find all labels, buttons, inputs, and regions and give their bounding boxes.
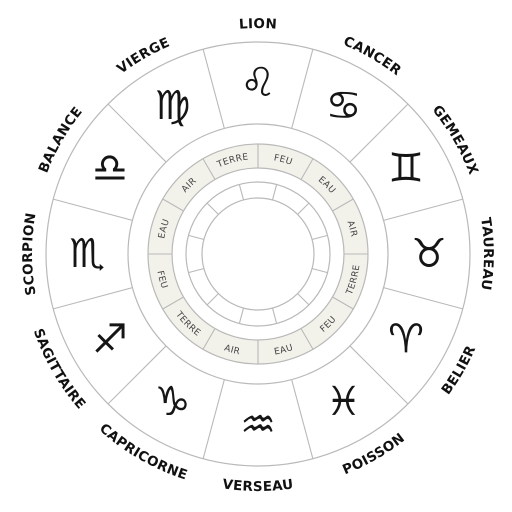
fish-icon: ♓ (326, 379, 362, 425)
goat-icon: ♑ (155, 379, 191, 425)
inner-divider (188, 267, 205, 274)
sector-divider (202, 379, 225, 459)
sector-divider (202, 49, 225, 129)
element-divider (332, 296, 354, 310)
ring-circle (127, 123, 389, 385)
element-divider (300, 328, 314, 350)
ring-circle (45, 41, 471, 467)
element-divider (162, 296, 184, 310)
ring-circle (185, 181, 331, 327)
inner-divider (238, 184, 245, 201)
sign-name-taureau: TAUREAU (477, 216, 496, 291)
scales-icon: ♎ (92, 146, 128, 192)
sign-name-cancer: CANCER (341, 33, 404, 79)
scorpion-icon: ♏ (69, 231, 105, 277)
element-label: FEU (154, 270, 168, 290)
sign-name-poisson: POISSON (340, 430, 408, 478)
element-divider (202, 328, 216, 350)
sector-divider (107, 345, 167, 405)
sector-divider (53, 198, 133, 221)
sector-divider (349, 345, 409, 405)
sign-name-lion: LION (238, 16, 277, 33)
inner-divider (297, 293, 310, 306)
centaur-archer-icon: ♐ (92, 317, 128, 363)
element-label: AIR (345, 219, 359, 238)
element-label: AIR (223, 343, 241, 357)
element-divider (202, 158, 216, 180)
water-bearer-icon: ♒ (240, 402, 276, 448)
sign-name-verseau: VERSEAU (222, 476, 295, 495)
twins-icon: ♊ (388, 146, 424, 192)
sign-name-belier: BELIER (439, 343, 480, 398)
sector-divider (383, 287, 463, 310)
sign-name-scorpion: SCORPION (20, 212, 40, 297)
sector-divider (383, 198, 463, 221)
ring-circle (171, 167, 345, 341)
maiden-icon: ♍ (155, 83, 191, 129)
sector-divider (53, 287, 133, 310)
inner-divider (188, 234, 205, 241)
sign-name-capricorne: CAPRICORNE (96, 420, 189, 483)
inner-divider (311, 267, 328, 274)
inner-divider (206, 293, 219, 306)
inner-divider (238, 307, 245, 324)
inner-divider (271, 307, 278, 324)
element-label: EAU (157, 218, 172, 240)
sign-name-vierge: VIERGE (114, 35, 172, 78)
ring-circle (201, 197, 315, 311)
element-divider (300, 158, 314, 180)
bull-icon: ♉ (411, 231, 447, 277)
element-band (148, 144, 368, 364)
inner-divider (297, 202, 310, 215)
inner-divider (206, 202, 219, 215)
sector-divider (291, 379, 314, 459)
element-divider (332, 198, 354, 212)
sector-divider (291, 49, 314, 129)
inner-divider (311, 234, 328, 241)
sector-divider (107, 103, 167, 163)
sector-divider (349, 103, 409, 163)
sign-name-balance: BALANCE (36, 104, 86, 175)
crab-icon: ♋ (326, 83, 362, 129)
lion-icon: ♌ (240, 60, 276, 106)
inner-divider (271, 184, 278, 201)
ram-icon: ♈ (388, 317, 424, 363)
element-divider (162, 198, 184, 212)
